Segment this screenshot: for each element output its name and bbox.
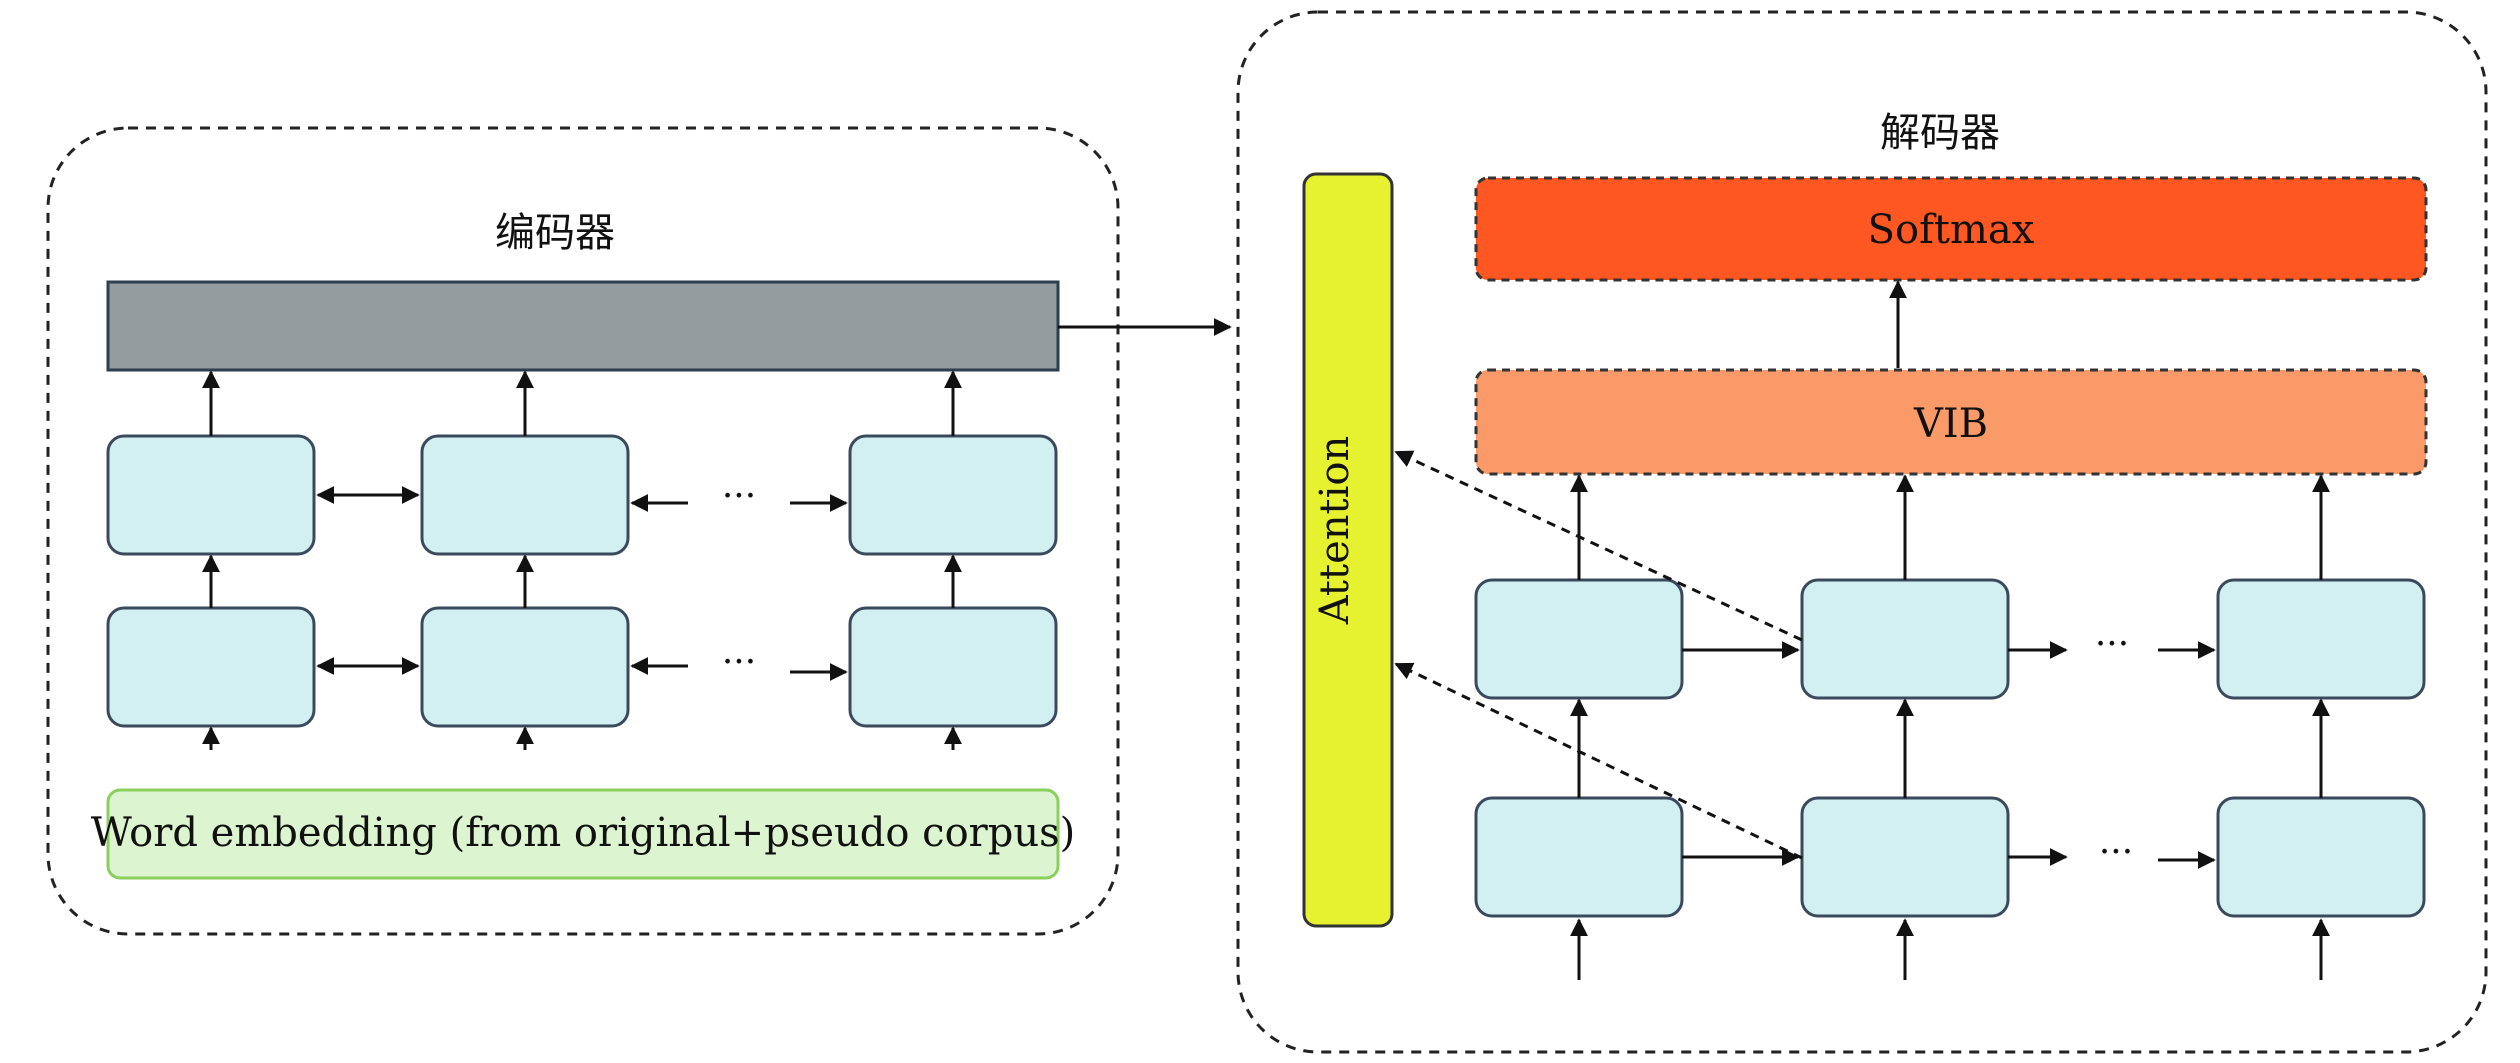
softmax-label: Softmax: [1868, 207, 2035, 253]
decoder-horizontal-arrows: [1682, 641, 2216, 869]
decoder-title: 解码器: [1880, 110, 2000, 156]
decoder-vertical-arrows: [1570, 474, 2330, 980]
attention-bar: [1302, 172, 1394, 928]
decoder-ellipsis: ···: [2095, 624, 2129, 665]
vib-label: VIB: [1913, 401, 1988, 447]
decoder-cell: [1800, 796, 2010, 918]
decoder-cell: [2216, 578, 2426, 700]
encoder-boundary: [46, 126, 1120, 936]
decoder-ellipsis: ···: [2099, 832, 2133, 873]
encoder-vertical-arrows: [202, 370, 962, 750]
encoder-cell: [106, 434, 316, 556]
encoder-horizontal-arrows: [316, 486, 848, 681]
encoder-cell: [848, 434, 1058, 556]
decoder-cell: [1474, 796, 1684, 918]
softmax-bar: [1474, 176, 2428, 282]
word-embedding-label: Word embedding (from original+pseudo cor…: [91, 810, 1076, 856]
encoder-ellipsis: ···: [722, 642, 756, 683]
decoder-cell: [1474, 578, 1684, 700]
attention-dashed-arrows: [1394, 450, 1803, 860]
encoder-cell: [106, 606, 316, 728]
word-embedding-bar: [106, 788, 1060, 880]
decoder-cell: [1800, 578, 2010, 700]
vib-bar: [1474, 368, 2428, 476]
encoder-cell: [420, 434, 630, 556]
encoder-cell: [420, 606, 630, 728]
decoder-cell: [2216, 796, 2426, 918]
encoder-ellipsis: ···: [722, 476, 756, 517]
decoder-boundary: [1236, 10, 2488, 1054]
encoder-output-bar: [106, 280, 1060, 372]
encoder-cell: [848, 606, 1058, 728]
encoder-title: 编码器: [495, 210, 615, 256]
attention-label: Attention: [1312, 436, 1358, 625]
